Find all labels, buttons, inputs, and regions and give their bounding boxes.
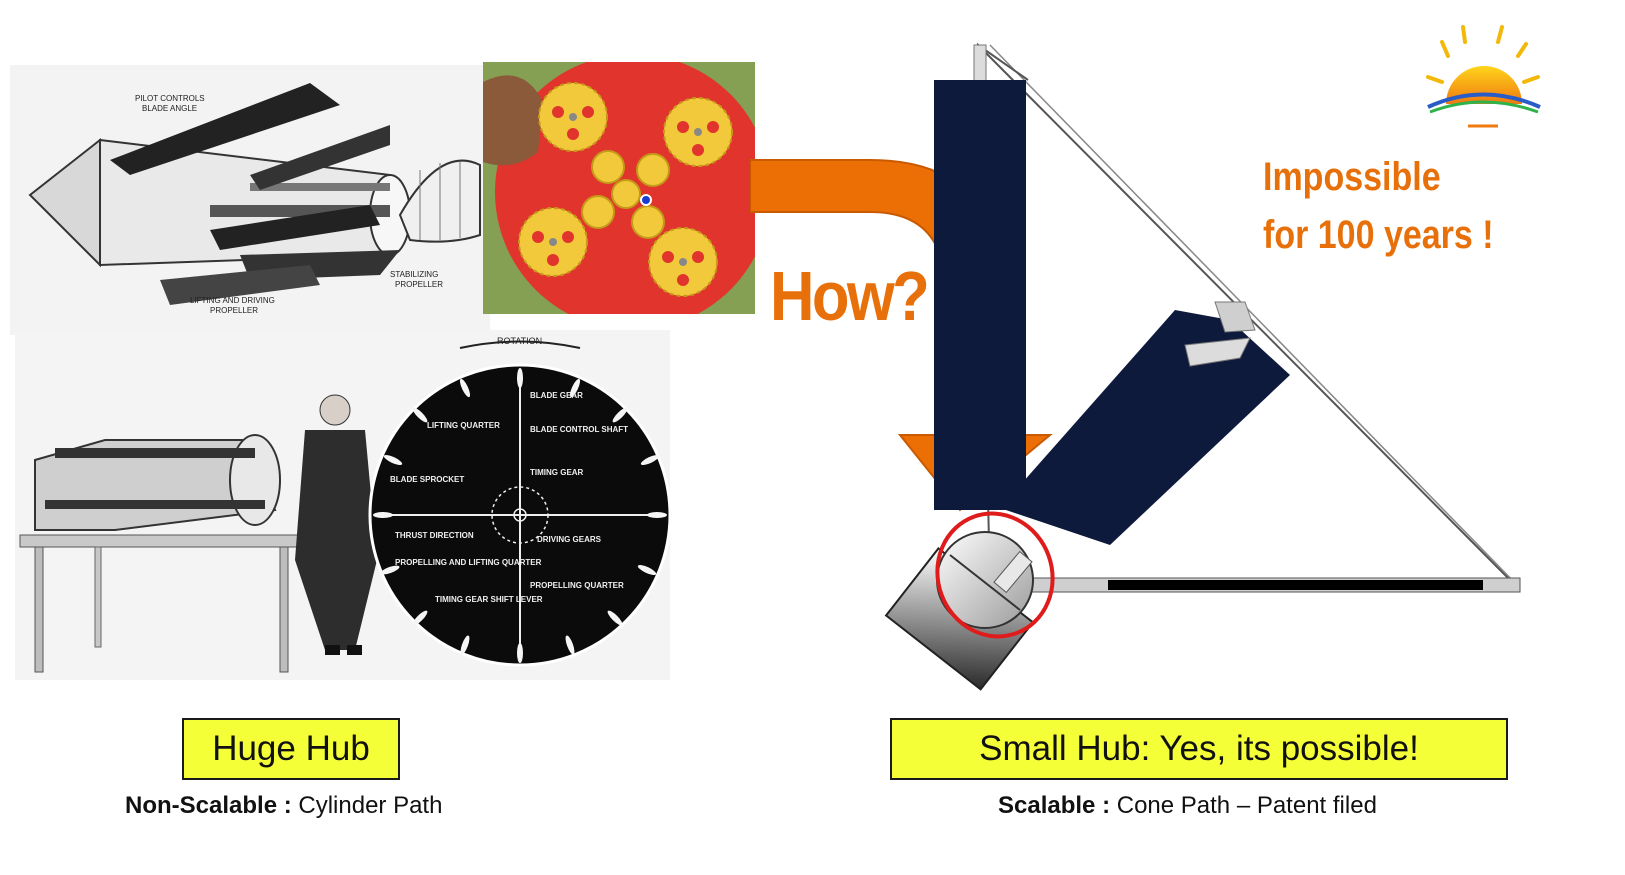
disc-label-rotation: ROTATION — [497, 336, 542, 346]
how-question-text: How? — [770, 257, 930, 335]
small-hub-label: Small Hub: Yes, its possible! — [890, 718, 1508, 780]
non-scalable-caption-text: Cylinder Path — [291, 792, 443, 819]
huge-hub-label: Huge Hub — [182, 718, 400, 780]
disc-label-timing-gear: TIMING GEAR — [530, 468, 584, 477]
headline-line-2: for 100 years ! — [1263, 213, 1494, 257]
headline-line-1: Impossible — [1263, 155, 1441, 199]
non-scalable-caption: Non-Scalable : Cylinder Path — [125, 792, 442, 820]
airship-label-blade-angle: BLADE ANGLE — [142, 104, 197, 113]
airship-label-propeller: PROPELLER — [395, 280, 443, 289]
airship-label-pilot: PILOT CONTROLS — [135, 94, 205, 103]
scalable-caption-text: Cone Path – Patent filed — [1110, 792, 1377, 819]
cone-turbine-diagram — [884, 42, 1521, 691]
impossible-headline: Impossible for 100 years ! — [1263, 148, 1494, 264]
gear-disc-photo — [483, 62, 755, 314]
disc-label-propelling-lifting: PROPELLING AND LIFTING QUARTER — [395, 558, 542, 567]
sunrise-logo-icon — [1426, 25, 1541, 128]
disc-label-blade-gear: BLADE GEAR — [530, 391, 583, 400]
airship-illustration: PILOT CONTROLS BLADE ANGLE STABILIZING P… — [10, 65, 490, 335]
scalable-caption: Scalable : Cone Path – Patent filed — [998, 792, 1377, 820]
disc-label-driving-gears: DRIVING GEARS — [537, 535, 602, 544]
airship-label-propeller2: PROPELLER — [210, 306, 258, 315]
non-scalable-caption-bold: Non-Scalable : — [125, 792, 292, 819]
disc-label-control-shaft: BLADE CONTROL SHAFT — [530, 425, 628, 434]
disc-label-sprocket: BLADE SPROCKET — [390, 475, 464, 484]
rotor-diagram-photo: ROTATION BLADE GEAR LIFTING QUARTER BLAD… — [15, 330, 670, 680]
disc-label-shift-lever: TIMING GEAR SHIFT LEVER — [435, 595, 543, 604]
airship-label-stabilizing: STABILIZING — [390, 270, 438, 279]
airship-label-lifting: LIFTING AND DRIVING — [190, 296, 275, 305]
disc-label-propelling-quarter: PROPELLING QUARTER — [530, 581, 624, 590]
disc-label-lifting-quarter: LIFTING QUARTER — [427, 421, 500, 430]
disc-label-thrust: THRUST DIRECTION — [395, 531, 474, 540]
scalable-caption-bold: Scalable : — [998, 792, 1111, 819]
